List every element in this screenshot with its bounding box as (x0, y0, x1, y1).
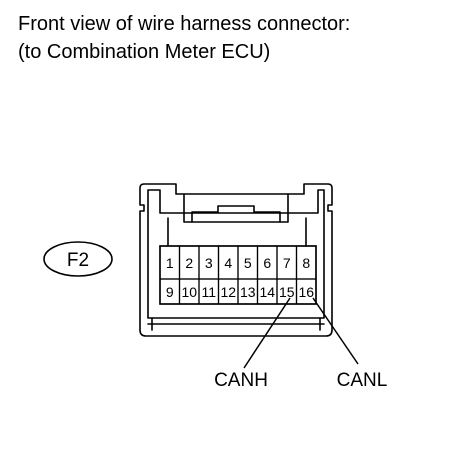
pin-number: 3 (205, 255, 213, 271)
connector-inner-wall (147, 189, 325, 319)
signal-label-canh: CANH (214, 370, 268, 391)
signal-label-canl: CANL (337, 370, 388, 391)
pin-number: 11 (201, 284, 216, 300)
leader-line-canl (312, 297, 359, 365)
connector-code: F2 (67, 250, 89, 271)
connector-code-oval (43, 241, 113, 277)
diagram-subtitle: (to Combination Meter ECU) (18, 41, 271, 63)
pin-number: 6 (263, 255, 271, 271)
pin-number: 12 (220, 284, 236, 300)
pin-number: 16 (298, 284, 314, 300)
pin-number: 5 (244, 255, 252, 271)
pin-number: 7 (283, 255, 291, 271)
pin-number: 13 (240, 284, 256, 300)
leader-line-canh (243, 297, 291, 369)
connector-lock-detail (191, 205, 281, 223)
pin-number: 4 (224, 255, 232, 271)
pin-cell (295, 278, 317, 305)
connector-housing (139, 183, 333, 337)
diagram-title: Front view of wire harness connector: (18, 13, 351, 35)
pin-number: 10 (181, 284, 197, 300)
pin-number: 1 (166, 255, 174, 271)
pin-number: 15 (279, 284, 295, 300)
pin-number: 9 (166, 284, 174, 300)
pin-number: 8 (302, 255, 310, 271)
pin-number: 14 (259, 284, 275, 300)
pin-number: 2 (185, 255, 193, 271)
connector-lock-tab (183, 193, 289, 223)
